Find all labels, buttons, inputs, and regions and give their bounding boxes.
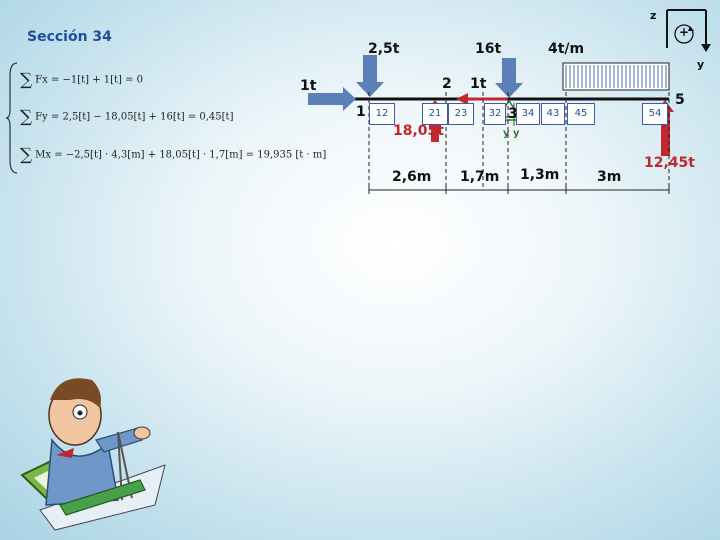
load-arrow-h-left	[308, 87, 356, 111]
element-label-23: 23	[448, 103, 474, 125]
distance-label-4: 3m	[597, 169, 622, 185]
sigma-icon: ∑	[20, 145, 33, 165]
load-arrow-2-5t	[356, 55, 384, 97]
node-label-5: 5	[675, 92, 685, 108]
load-label-16t: 16t	[475, 41, 502, 57]
element-label-21: 21	[422, 103, 448, 125]
equation-sum-fx: ∑Fx = −1[t] + 1[t] = 0	[20, 70, 144, 90]
equation-sum-mx: ∑Mx = −2,5[t] · 4,3[m] + 18,05[t] · 1,7[…	[20, 145, 327, 165]
load-arrow-h-right	[456, 93, 508, 105]
equation-sum-fy: ∑Fy = 2,5[t] − 18,05[t] + 16[t] = 0,45[t…	[20, 107, 234, 127]
element-label-54: 54	[642, 103, 668, 125]
node-label-3: 3	[508, 106, 518, 122]
axis-label-y: y	[697, 58, 705, 71]
axis-label-z: z	[650, 9, 657, 22]
element-label-34: 34	[516, 103, 540, 125]
rotation-sign: +	[679, 25, 690, 39]
section-title: Sección 34	[27, 29, 112, 45]
reaction-label-18-05t: 18,05t	[393, 123, 444, 139]
reaction-label-12-45t: 12,45t	[644, 155, 695, 171]
element-label-32: 32	[484, 103, 506, 125]
load-label-h-left: 1t	[300, 78, 317, 94]
distance-label-1: 2,6m	[392, 169, 432, 185]
engineer-illustration	[20, 378, 166, 531]
element-label-43: 43	[541, 103, 565, 125]
distance-label-3: 1,3m	[520, 167, 560, 183]
load-arrow-16t	[495, 58, 523, 98]
sigma-icon: ∑	[20, 107, 33, 127]
distributed-load	[562, 62, 670, 91]
sigma-icon: ∑	[20, 70, 33, 90]
section-marks: y y	[503, 128, 520, 139]
element-label-12: 12	[369, 103, 395, 125]
node-label-1: 1	[356, 104, 366, 120]
equations-brace	[6, 62, 18, 174]
load-label-2-5t: 2,5t	[368, 41, 400, 57]
node-label-2: 2	[442, 76, 452, 92]
dimension-lines	[368, 92, 670, 194]
distance-label-2: 1,7m	[460, 169, 500, 185]
axes-icon	[666, 9, 711, 52]
element-label-45: 45	[567, 103, 595, 125]
load-label-h-right: 1t	[470, 76, 487, 92]
load-label-4t-m: 4t/m	[548, 41, 585, 57]
